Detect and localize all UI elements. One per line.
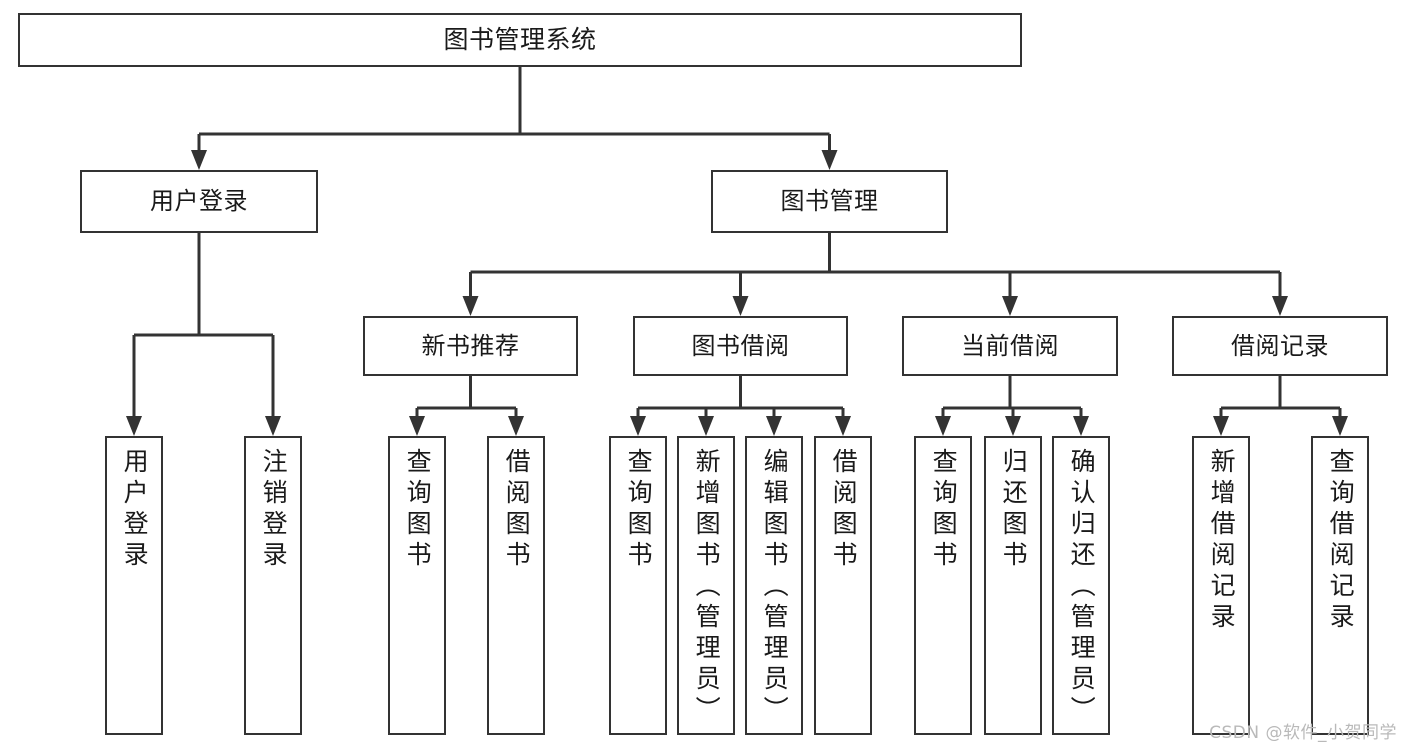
node-leaf-user-logout[interactable]: 注销登录 [244, 436, 302, 735]
node-leaf-br-query[interactable]: 查询借阅记录 [1311, 436, 1369, 735]
node-leaf-cb-confirm[interactable]: 确认归还（管理员） [1052, 436, 1110, 735]
node-label: 图书借阅 [691, 331, 790, 360]
node-leaf-bb-query[interactable]: 查询图书 [609, 436, 667, 735]
node-book-manage[interactable]: 图书管理 [711, 170, 948, 233]
node-leaf-bb-borrow[interactable]: 借阅图书 [814, 436, 872, 735]
node-label: 用户登录 [120, 448, 150, 572]
watermark: CSDN @软件_小贺同学 [1209, 723, 1397, 743]
node-label: 借阅图书 [829, 448, 859, 572]
node-leaf-bb-edit[interactable]: 编辑图书（管理员） [745, 436, 803, 735]
node-label: 借阅图书 [502, 448, 532, 572]
node-label: 新增借阅记录 [1207, 448, 1237, 634]
node-label: 当前借阅 [961, 331, 1059, 360]
node-label: 借阅记录 [1231, 331, 1329, 360]
node-leaf-cb-return[interactable]: 归还图书 [984, 436, 1042, 735]
node-label: 归还图书 [999, 448, 1029, 572]
node-label: 确认归还（管理员） [1067, 448, 1097, 727]
node-root[interactable]: 图书管理系统 [18, 13, 1022, 67]
node-label: 新增图书（管理员） [692, 448, 722, 727]
node-label: 用户登录 [150, 187, 248, 216]
node-label: 图书管理 [780, 187, 879, 216]
node-label: 图书管理系统 [443, 25, 597, 55]
node-leaf-br-add[interactable]: 新增借阅记录 [1192, 436, 1250, 735]
node-label: 编辑图书（管理员） [760, 448, 790, 727]
node-label: 查询图书 [403, 448, 433, 572]
node-label: 注销登录 [259, 448, 289, 572]
node-current-borrow[interactable]: 当前借阅 [902, 316, 1118, 376]
node-label: 查询图书 [624, 448, 654, 572]
node-new-book-rec[interactable]: 新书推荐 [363, 316, 578, 376]
node-leaf-rec-query[interactable]: 查询图书 [388, 436, 446, 735]
node-label: 查询借阅记录 [1326, 448, 1356, 634]
node-book-borrow[interactable]: 图书借阅 [633, 316, 848, 376]
node-label: 查询图书 [929, 448, 959, 572]
node-leaf-rec-borrow[interactable]: 借阅图书 [487, 436, 545, 735]
node-user-login[interactable]: 用户登录 [80, 170, 318, 233]
node-borrow-record[interactable]: 借阅记录 [1172, 316, 1388, 376]
node-leaf-cb-query[interactable]: 查询图书 [914, 436, 972, 735]
node-leaf-bb-add[interactable]: 新增图书（管理员） [677, 436, 735, 735]
node-leaf-user-login[interactable]: 用户登录 [105, 436, 163, 735]
node-label: 新书推荐 [421, 331, 520, 360]
